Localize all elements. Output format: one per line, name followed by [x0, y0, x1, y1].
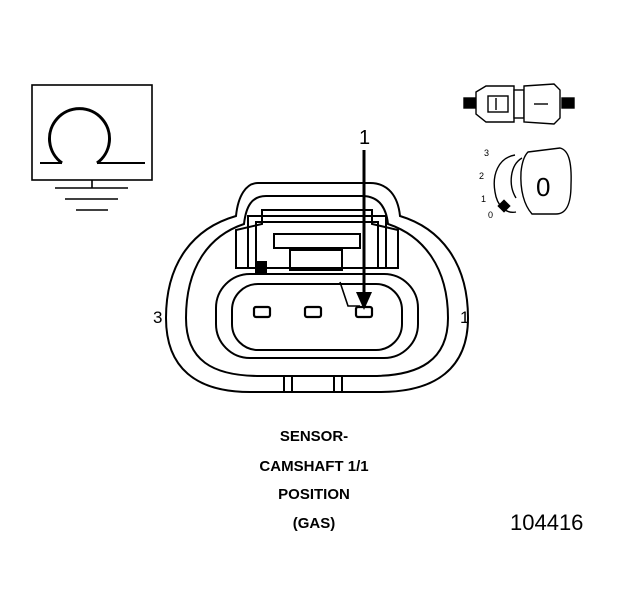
callout-label: 1 — [359, 127, 371, 149]
view-scale-label-3: 3 — [484, 148, 490, 158]
connector-side-view-icon — [463, 83, 575, 125]
view-scale-label-1: 1 — [481, 194, 487, 204]
view-indicator-selected: 0 — [536, 172, 551, 202]
pin-label-right: 1 — [460, 308, 470, 327]
connector-inner-cavity — [231, 283, 403, 351]
pin-label-left: 3 — [153, 308, 163, 327]
connector-inner-shell — [184, 195, 450, 377]
view-indicator-icon — [493, 147, 572, 215]
connector-lock-tab — [235, 209, 399, 269]
terminal-cavity-3 — [252, 305, 272, 319]
callout-arrow — [356, 150, 372, 310]
sensor-ground-symbol-icon — [31, 84, 153, 211]
connector-latch — [283, 376, 343, 392]
view-scale-label-0: 0 — [488, 210, 494, 220]
caption-line-3: POSITION — [278, 486, 350, 503]
figure-number: 104416 — [510, 510, 584, 535]
connector-outer-shell — [164, 182, 470, 393]
caption-line-1: SENSOR- — [279, 428, 349, 445]
caption-line-4: (GAS) — [292, 515, 336, 532]
connector-body — [215, 273, 419, 359]
caption-line-2: CAMSHAFT 1/1 — [259, 458, 369, 475]
view-scale-label-2: 2 — [479, 171, 485, 181]
terminal-cavity-2 — [303, 305, 323, 319]
connector-face — [164, 182, 470, 393]
